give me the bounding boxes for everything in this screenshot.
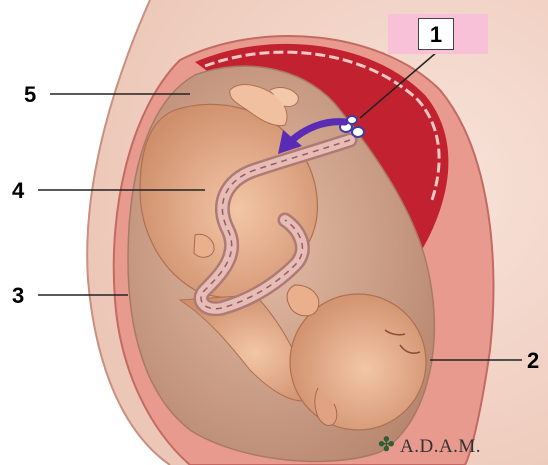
adam-logo-icon: ✤: [378, 432, 395, 456]
label-1-placenta: 1: [425, 24, 447, 46]
label-4-umbilical-cord: 4: [12, 180, 24, 202]
label-5-amniotic-cavity: 5: [24, 84, 36, 106]
image-credit: A.D.A.M.: [400, 436, 481, 458]
label-3-uterine-wall: 3: [12, 285, 24, 307]
label-2-fetus: 2: [527, 350, 539, 372]
